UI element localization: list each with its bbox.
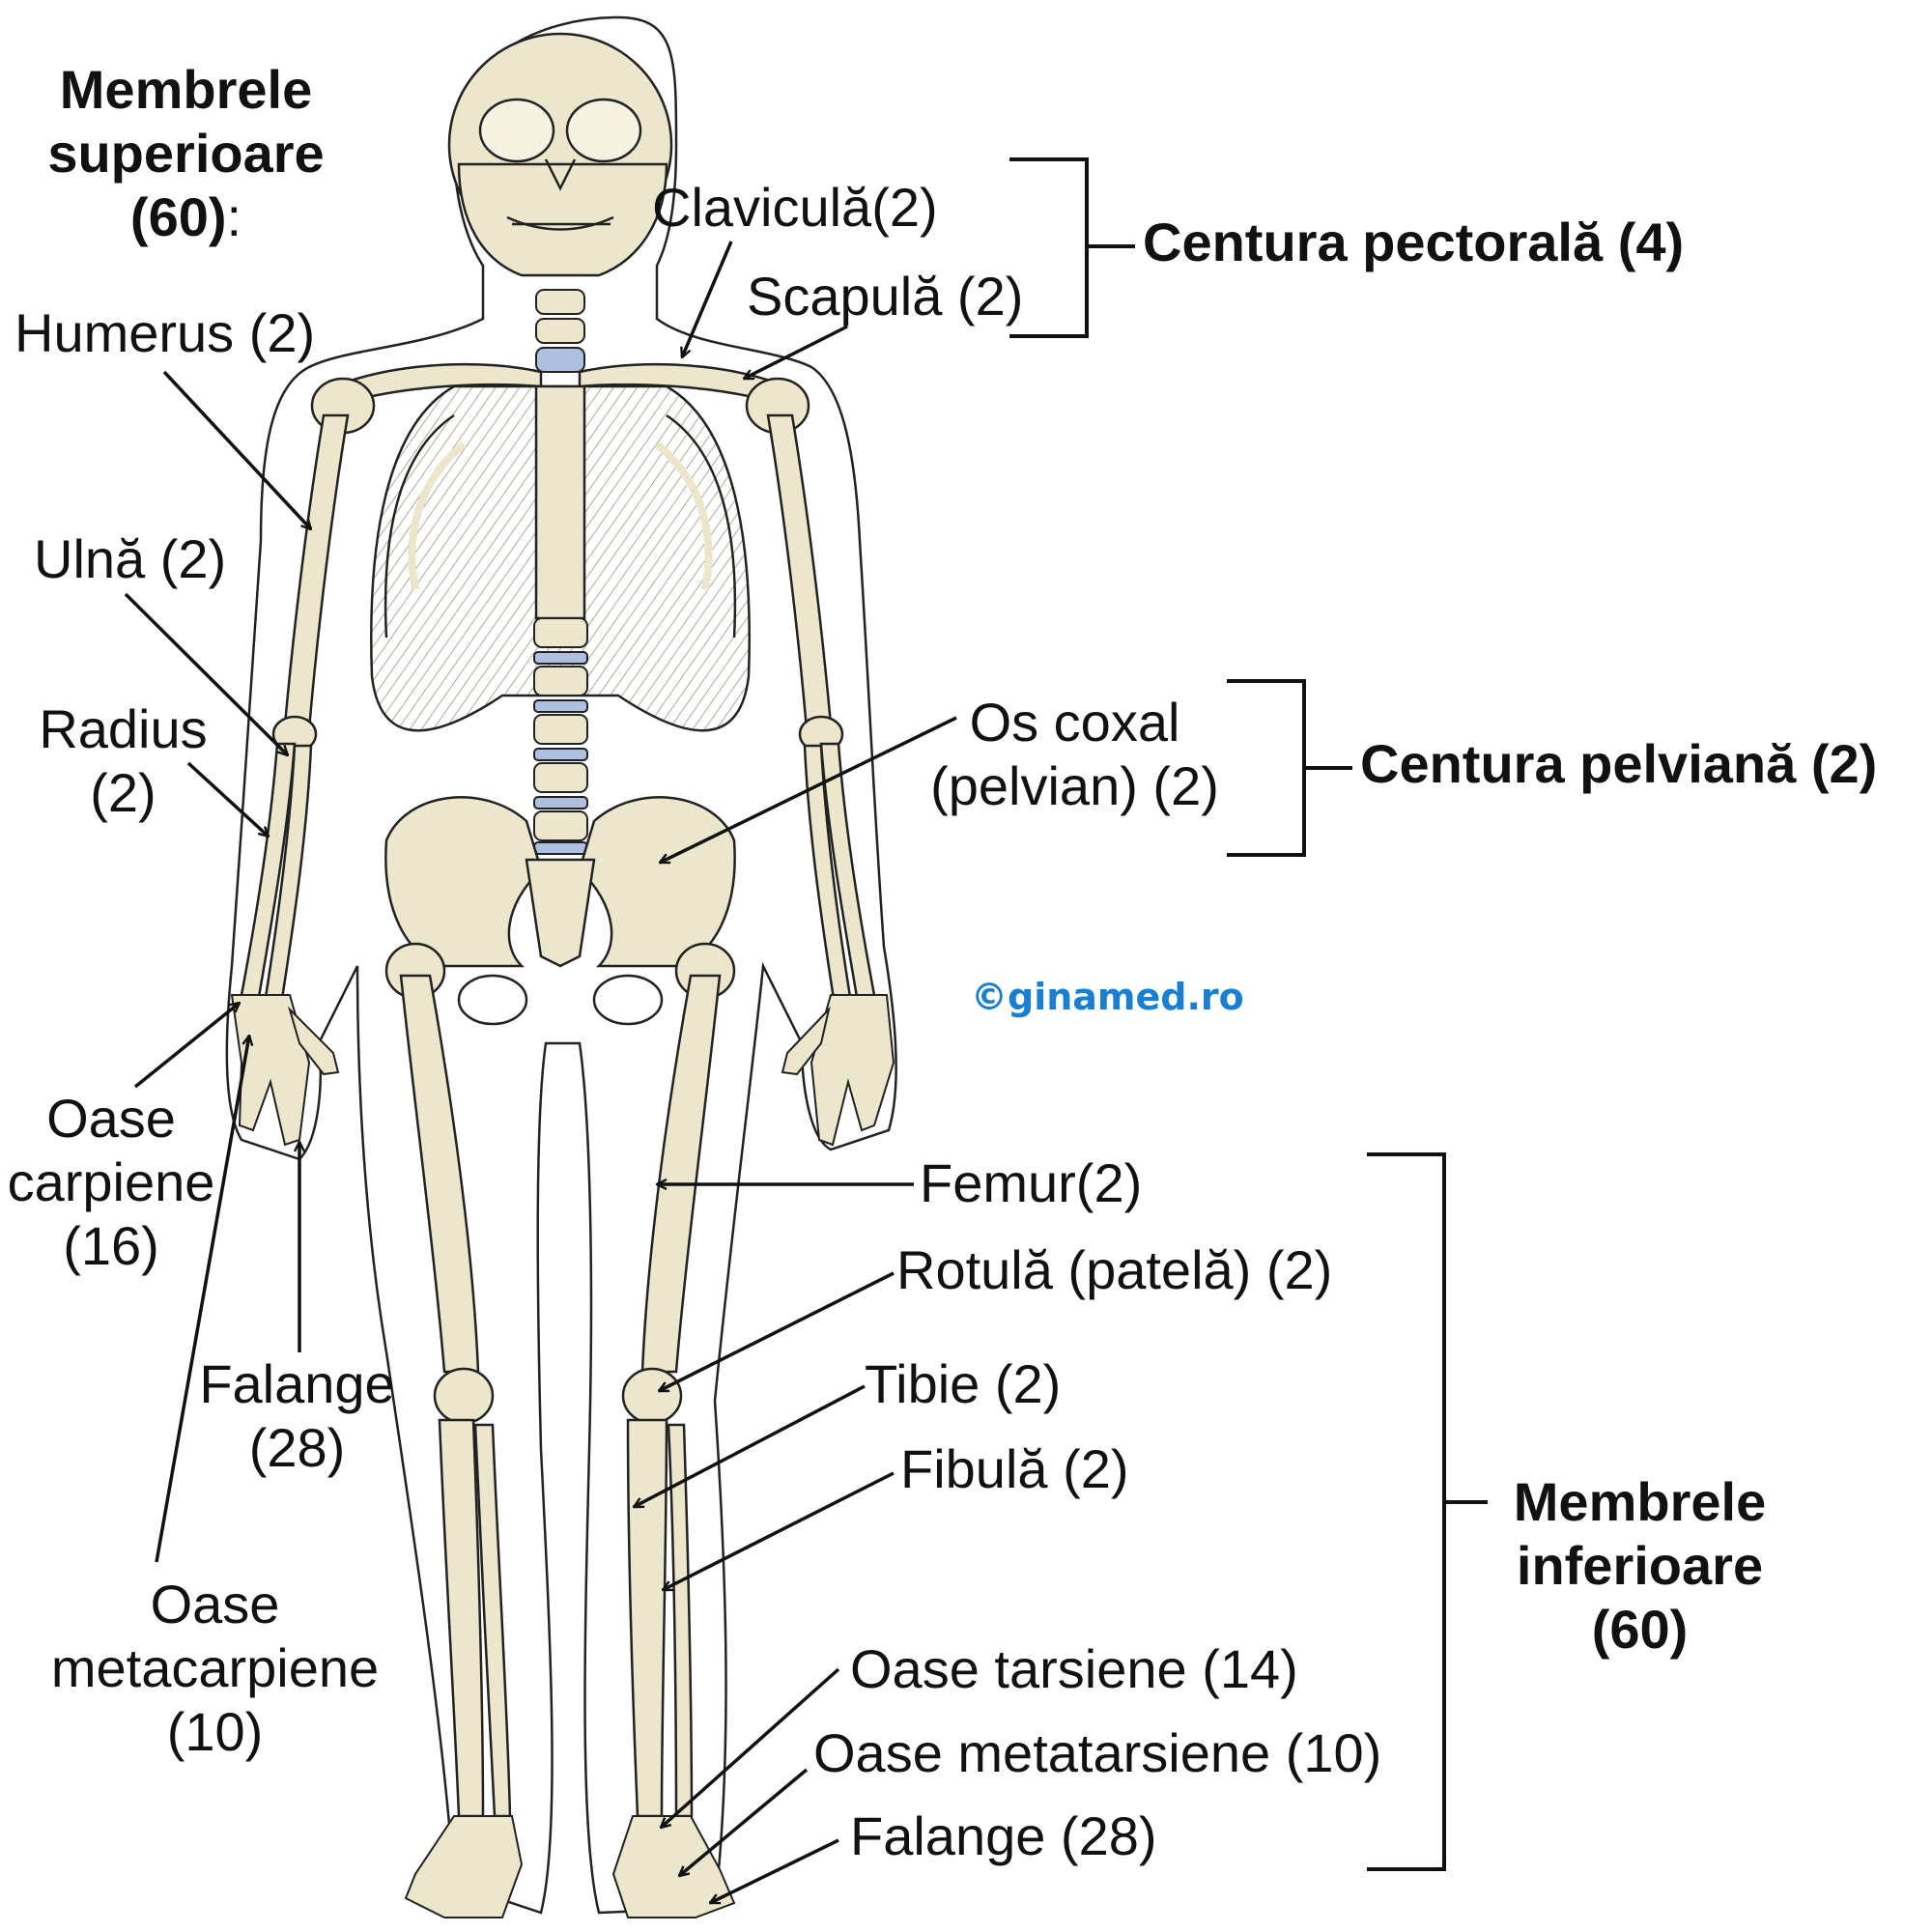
label-scapula: Scapulă (2) (747, 266, 1024, 327)
group-pelvic-girdle: Centura pelviană (2) (1360, 733, 1878, 794)
legs (384, 942, 736, 1818)
label-os-coxal: Os coxal (pelvian) (2) (918, 691, 1232, 818)
cervical-spine (535, 289, 585, 373)
label-os-coxal-line1: Os coxal (969, 692, 1180, 753)
upper-limbs-title-line3: (60): (19, 185, 353, 249)
group-lower-limbs-line2: inferioare (1516, 1535, 1764, 1596)
label-clavicula: Claviculă(2) (652, 177, 938, 238)
label-carpiene-line2: carpiene (7, 1151, 215, 1212)
label-carpiene-line3: (16) (63, 1215, 159, 1276)
arms (240, 413, 876, 1001)
group-lower-limbs-line1: Membrele (1513, 1471, 1767, 1532)
brackets (1009, 157, 1488, 1871)
upper-limbs-title-line1: Membrele (59, 59, 313, 120)
hands (230, 994, 895, 1147)
label-femur: Femur(2) (920, 1152, 1143, 1213)
label-humerus: Humerus (2) (14, 302, 316, 363)
label-os-coxal-line2: (pelvian) (2) (930, 755, 1219, 816)
label-fibula: Fibulă (2) (900, 1438, 1129, 1499)
feet (404, 1815, 736, 1918)
upper-limbs-count: (60) (129, 186, 227, 247)
bracket-pelvic (1227, 679, 1306, 857)
skull (447, 32, 673, 277)
label-radius: Radius (2) (19, 697, 227, 825)
arrow-fibula (663, 1471, 895, 1592)
arrow-rotula (659, 1271, 895, 1393)
label-metacarpiene-line3: (10) (166, 1701, 264, 1762)
arrow-ulna (124, 592, 288, 755)
shoulder-girdle (310, 362, 810, 435)
upper-limbs-colon: : (226, 186, 242, 247)
arrow-carpiene (133, 1003, 240, 1089)
label-falange-hand-line2: (28) (248, 1417, 346, 1478)
label-radius-line1: Radius (39, 698, 208, 759)
upper-limbs-title-line2: superioare (47, 123, 325, 184)
upper-limbs-title: Membrele superioare (60): (19, 58, 353, 249)
label-falange-hand-line1: Falange (199, 1353, 395, 1414)
label-tibie: Tibie (2) (865, 1353, 1062, 1414)
label-carpiene-line1: Oase (46, 1088, 176, 1149)
label-rotula: Rotulă (patelă) (2) (896, 1239, 1333, 1300)
arrow-falange-foot (710, 1838, 839, 1905)
arrow-metacarpiene (155, 1036, 249, 1563)
lumbar-spine (533, 617, 588, 855)
group-pectoral-girdle: Centura pectorală (4) (1143, 212, 1685, 272)
arrow-clavicula (682, 241, 733, 357)
label-metacarpiene: Oase metacarpiene (10) (39, 1573, 391, 1764)
arrow-scapula (744, 325, 848, 381)
label-ulna: Ulnă (2) (34, 528, 227, 589)
arrow-metatarsiene (679, 1768, 809, 1876)
arrow-humerus (162, 370, 311, 529)
arrow-tarsiene (661, 1667, 840, 1828)
arrow-radius (186, 761, 269, 837)
pelvis (384, 796, 736, 1026)
label-metacarpiene-line2: metacarpiene (50, 1637, 380, 1698)
label-falange-foot: Falange (28) (850, 1805, 1157, 1866)
arrow-tibie (634, 1384, 866, 1509)
label-tarsiene: Oase tarsiene (14) (850, 1638, 1298, 1699)
rib-cage (370, 384, 751, 732)
arrow-os-coxal (660, 716, 957, 865)
label-metatarsiene: Oase metatarsiene (10) (813, 1722, 1382, 1783)
pointer-arrows (124, 241, 957, 1905)
label-radius-line2: (2) (90, 762, 156, 823)
label-metacarpiene-line1: Oase (150, 1574, 280, 1634)
watermark: ©ginamed.ro (971, 976, 1244, 1018)
label-carpiene: Oase carpiene (16) (0, 1087, 222, 1278)
group-lower-limbs-line3: (60) (1591, 1599, 1689, 1660)
label-falange-hand: Falange (28) (193, 1352, 401, 1480)
group-lower-limbs: Membrele inferioare (60) (1488, 1470, 1792, 1662)
bracket-lower (1367, 1152, 1446, 1871)
